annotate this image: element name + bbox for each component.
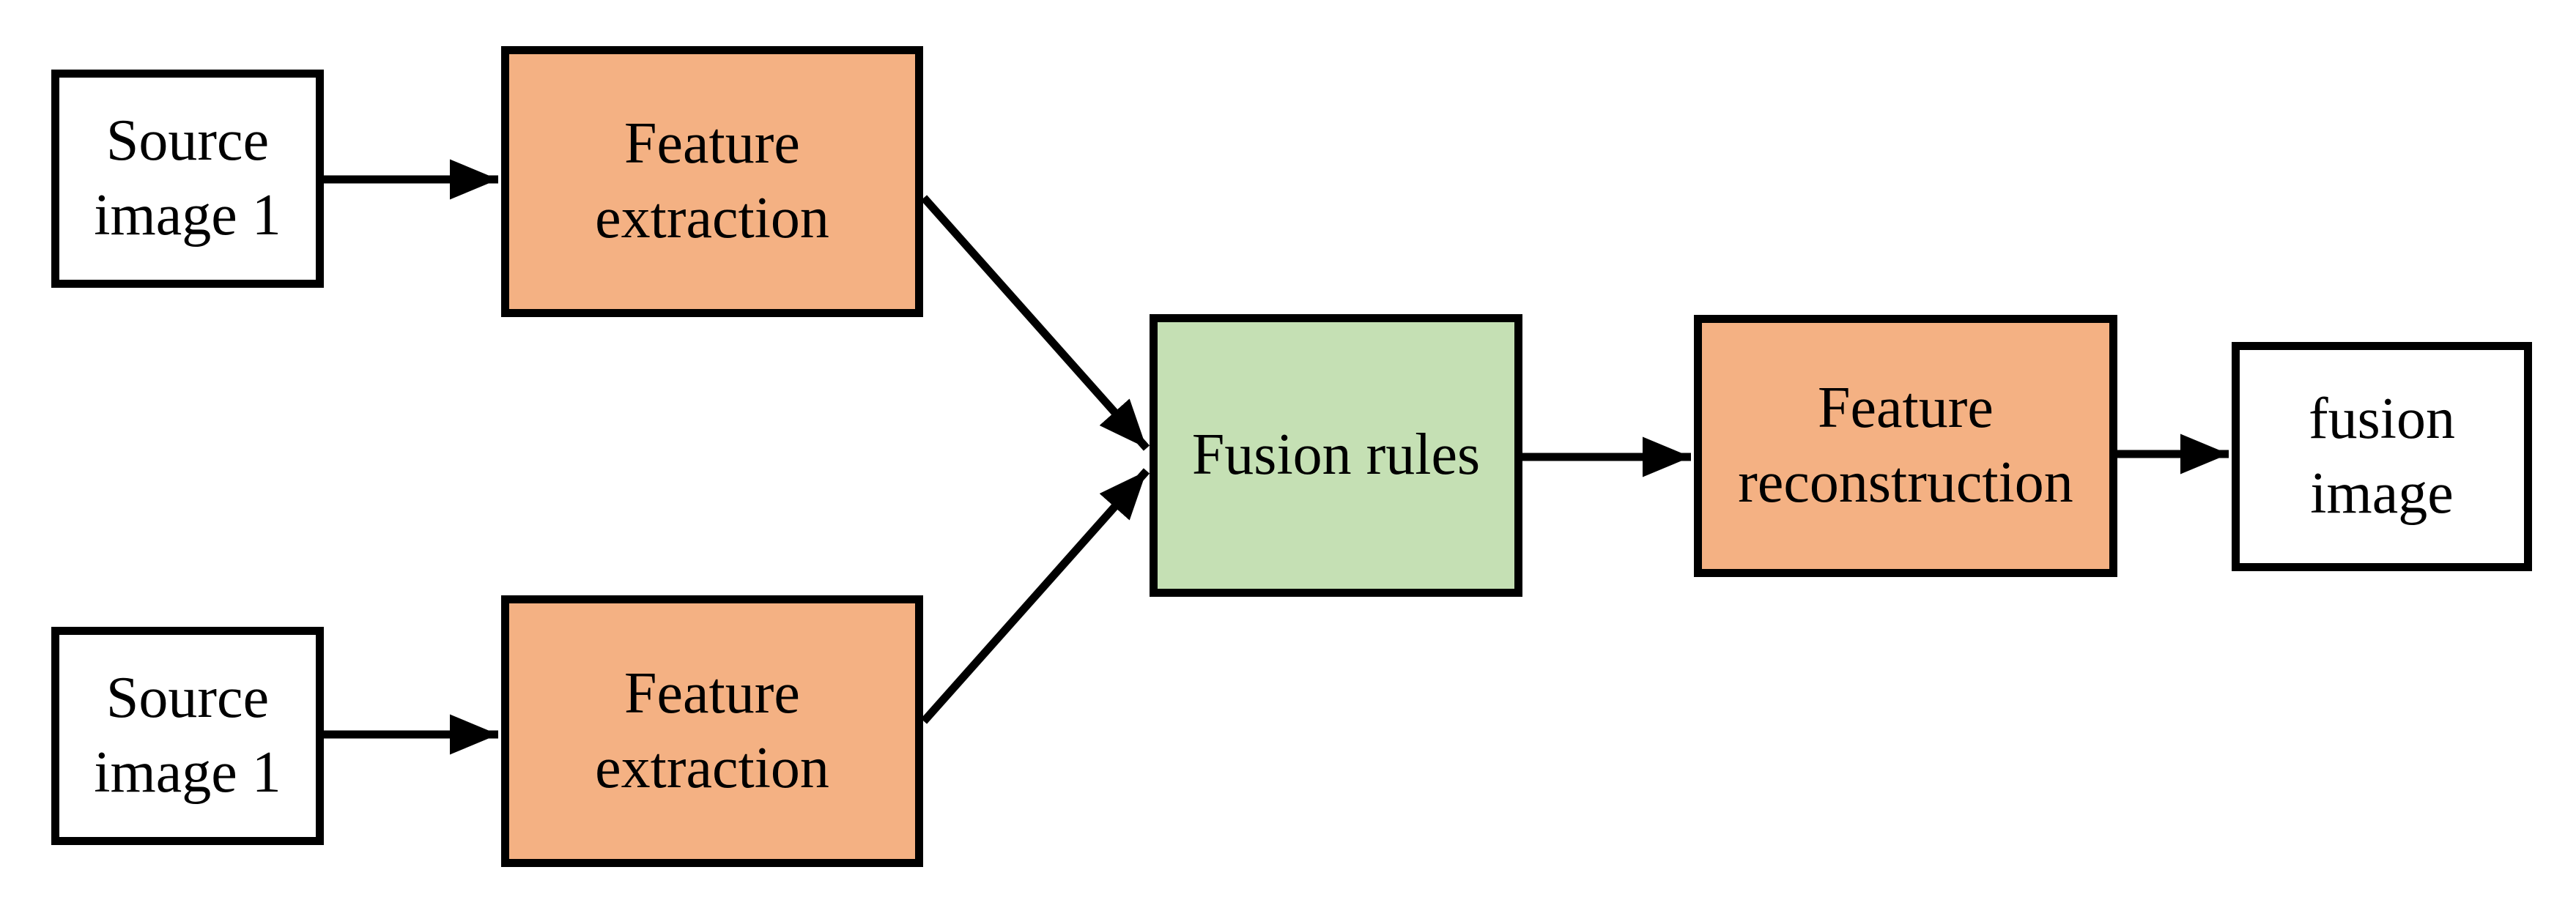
node-feature-extraction-bottom-label: Feature extraction — [595, 661, 829, 800]
node-fusion-image-label: fusion image — [2309, 386, 2455, 526]
node-feature-extraction-top: Feature extraction — [501, 46, 923, 317]
node-fusion-rules-label: Fusion rules — [1191, 423, 1481, 488]
arrow-extraction-top-to-fusion-rules — [920, 195, 1150, 451]
node-feature-reconstruction: Feature reconstruction — [1694, 315, 2117, 577]
arrow-extraction-bottom-to-fusion-rules — [920, 468, 1150, 724]
node-fusion-rules: Fusion rules — [1150, 314, 1522, 597]
node-source-image-1-bottom-label: Source image 1 — [94, 666, 281, 805]
node-feature-extraction-bottom: Feature extraction — [501, 595, 923, 867]
node-fusion-image: fusion image — [2232, 342, 2532, 571]
node-source-image-1-top-label: Source image 1 — [94, 108, 281, 248]
node-source-image-1-bottom: Source image 1 — [51, 627, 324, 845]
node-feature-reconstruction-label: Feature reconstruction — [1738, 376, 2073, 515]
node-source-image-1-top: Source image 1 — [51, 70, 324, 288]
node-feature-extraction-top-label: Feature extraction — [595, 111, 829, 250]
